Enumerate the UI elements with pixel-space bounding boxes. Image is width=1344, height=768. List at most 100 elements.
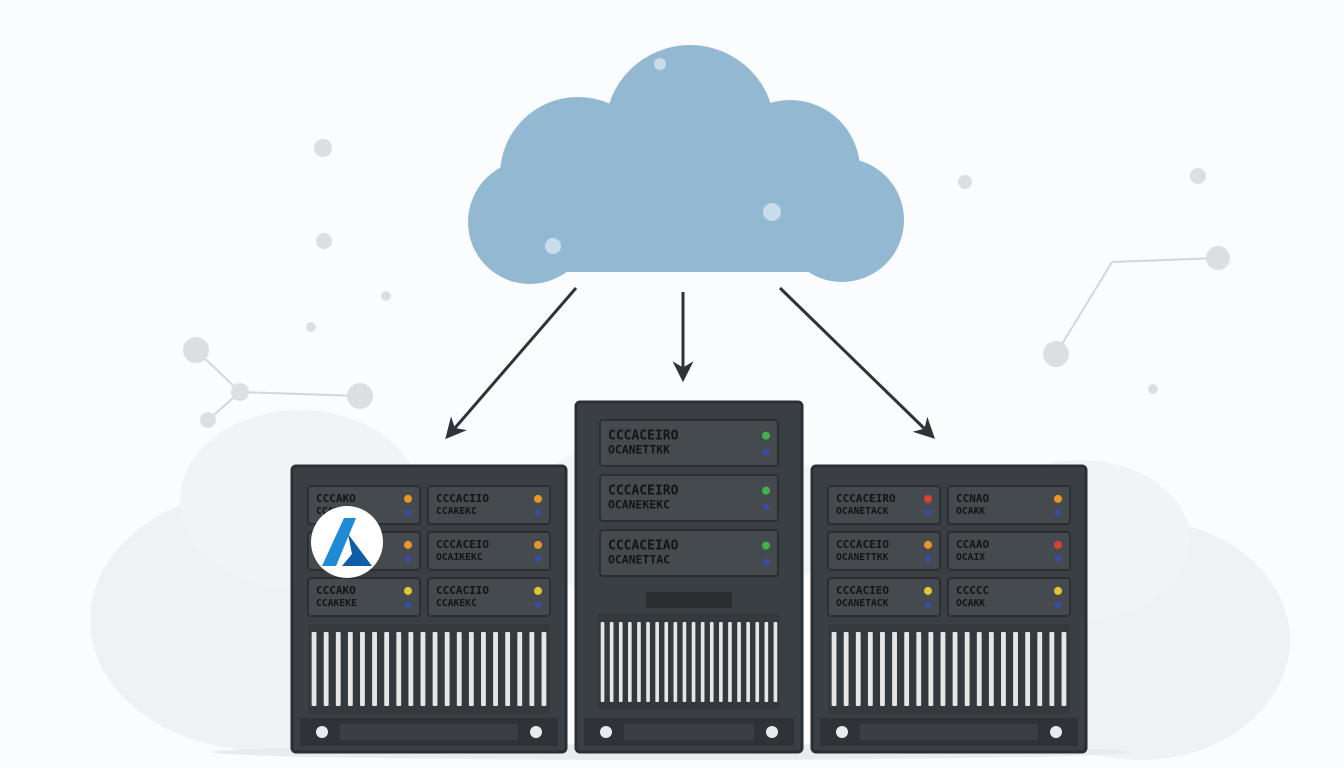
server-base [300,718,558,746]
vent-bar [867,632,873,706]
vent-bar [637,622,641,702]
drive-slot-label: OCAIX [956,552,985,563]
status-led [404,540,412,549]
drive-slot-label: CCCACIEO [836,584,889,597]
vent-bar [1049,632,1055,706]
vent-bar [682,622,687,702]
vent-bar [719,622,723,702]
vent-bar [481,632,486,706]
azure-logo-icon [322,518,372,566]
network-node [183,337,209,363]
vent-bar [952,632,958,706]
drive-slot-panel [947,577,1071,617]
status-led [1054,494,1062,503]
drive-slot-label: CCCACEIO [836,538,889,551]
drive-slot-label: CCAKEKC [436,598,477,609]
status-led [1054,586,1062,595]
connection-arrows [445,286,936,440]
vent-bar [408,632,414,706]
drive-slot-panel [599,529,779,577]
network-node [306,322,316,332]
vent-bar [940,632,946,706]
vent-bar [347,632,353,706]
status-led [924,586,932,595]
vent-bar [444,632,450,706]
cloud-dot [654,58,666,70]
screw-icon [836,726,848,738]
drive-slot-panel [827,531,941,571]
vent-bar [976,632,982,706]
vent-frame [598,614,780,710]
drive-slot-label: CCCACEIRO [836,492,896,505]
vent-frame [308,624,550,714]
status-led [404,601,412,609]
vent-bar [1025,632,1031,706]
status-led [1054,601,1062,609]
network-node [316,233,332,249]
vent-bar [964,632,970,706]
status-led [762,503,770,511]
network-node [1190,168,1206,184]
network-decoration [183,139,1230,428]
vent-bar [628,622,632,702]
network-node [314,139,332,157]
network-node [1148,384,1158,394]
vent-bar [323,632,329,706]
status-led [762,558,770,566]
status-led [762,541,770,550]
drive-slot-label: CCNAO [956,492,989,505]
status-led [404,586,412,595]
status-led [534,540,542,549]
drive-slot-panel [827,577,941,617]
screw-icon [1050,726,1062,738]
drive-slot-panel [427,531,551,571]
vent-bar [1037,632,1043,706]
status-led [762,486,770,495]
vent-bar [880,632,885,706]
vent-bar [700,622,705,702]
drive-slot-panel [427,485,551,525]
status-led [924,601,932,609]
vent-bar [916,632,922,706]
drive-slot-label: CCCACEIRO [608,483,679,498]
drive-slot-panel [599,474,779,522]
vent-grille [308,624,550,714]
vent-bar [664,622,669,702]
status-led [534,494,542,503]
screw-icon [316,726,328,738]
vent-bar [335,632,341,706]
vent-bar [892,632,897,706]
drive-slot-label: CCAAO [956,538,989,551]
network-node [347,383,373,409]
cloud-dot [763,203,781,221]
status-led [924,555,932,563]
vent-bar [1001,632,1006,706]
vent-bar [384,632,390,706]
status-led [1054,540,1062,549]
vent-bar [541,632,547,706]
vent-bar [755,622,760,702]
status-led [534,555,542,563]
vent-grille [598,614,780,710]
status-led [404,555,412,563]
status-led [762,431,770,440]
vent-bar [728,622,732,702]
status-led [404,509,412,517]
cloud-icon [468,45,904,284]
vent-bar [618,622,623,702]
screw-icon [600,726,612,738]
status-led [924,509,932,517]
vent-bar [372,632,377,706]
drive-slot-label: OCAIKEKC [436,552,483,563]
drive-slot-panel [307,577,421,617]
vent-bar [673,622,678,702]
vent-bar [764,622,769,702]
